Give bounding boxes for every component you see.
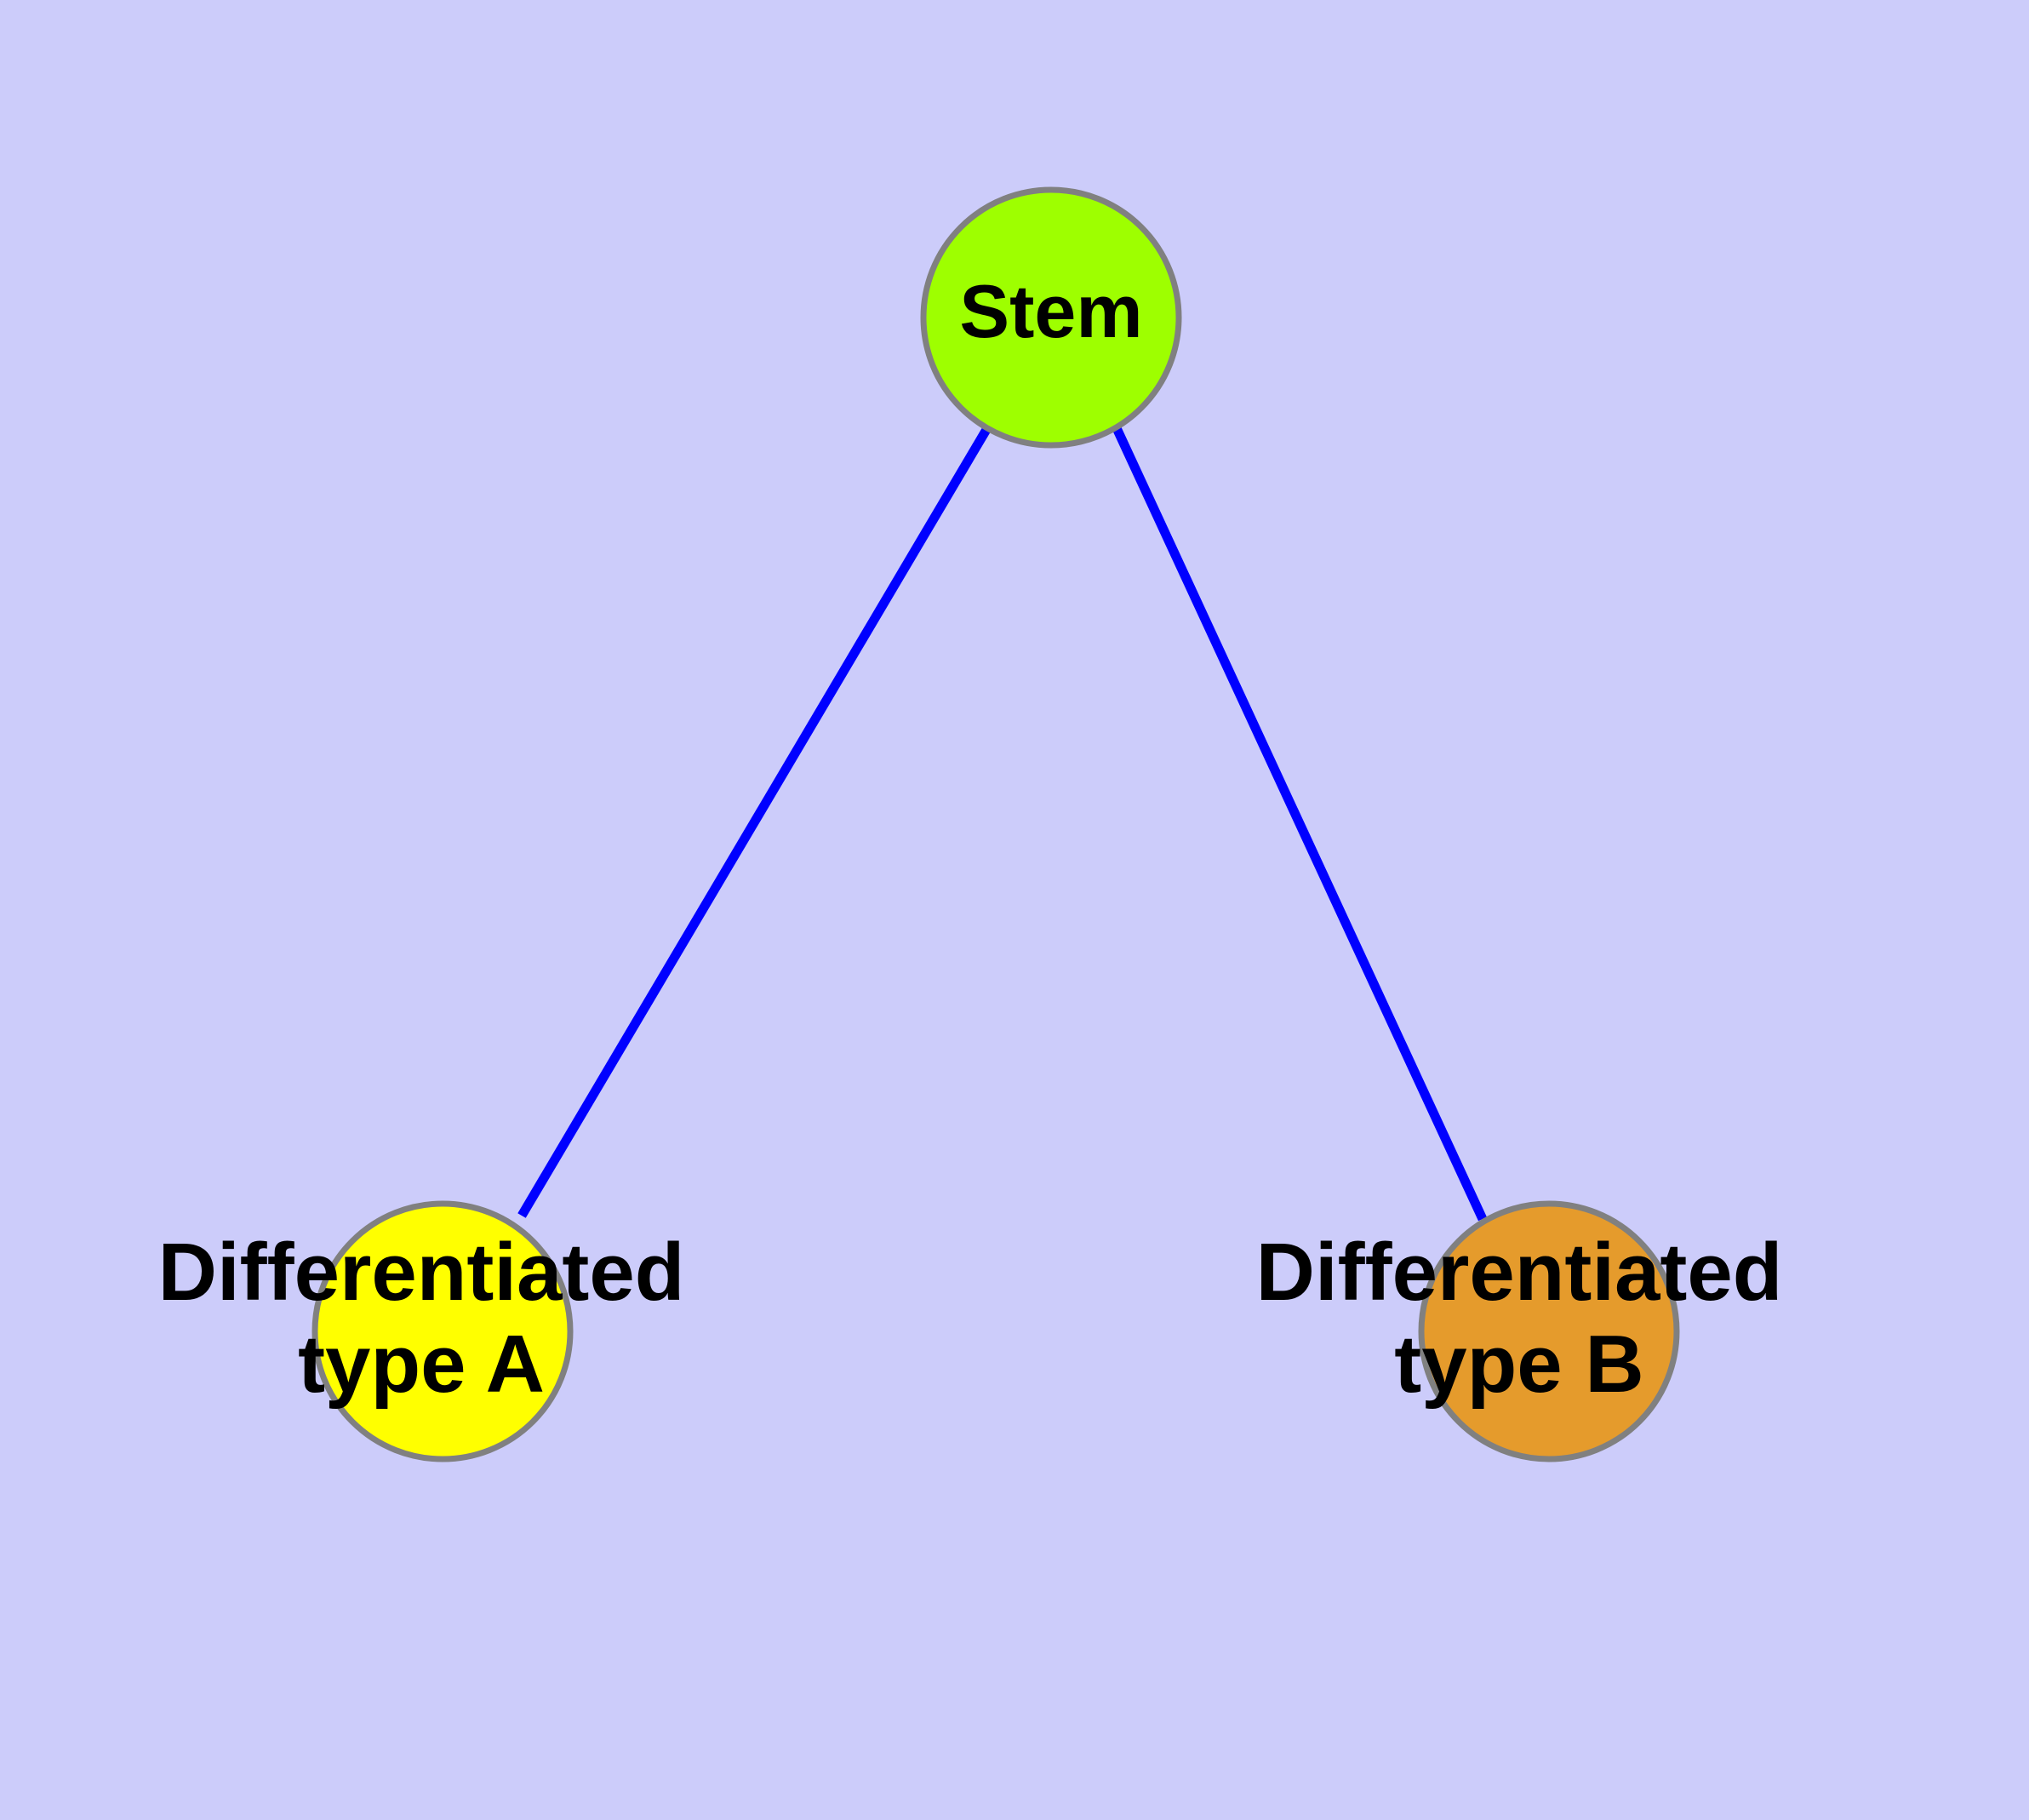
node-layer [311, 186, 1680, 1462]
graph-node-diff_a[interactable] [311, 1200, 574, 1462]
node-label-line: Differentiated [1256, 1227, 1783, 1318]
graph-edge-stem-to-diff-b[interactable] [1112, 426, 1487, 1222]
edge-layer [517, 426, 1487, 1222]
node-label-stem: Stem [959, 269, 1142, 353]
node-label-line: Differentiated [158, 1227, 685, 1318]
node-label-line: Stem [959, 269, 1142, 353]
node-label-line: type B [1394, 1319, 1643, 1410]
graph-node-stem[interactable] [920, 186, 1182, 449]
graph-edge-stem-to-diff-a[interactable] [517, 426, 992, 1218]
node-label-line: type A [298, 1319, 545, 1410]
graph-node-diff_b[interactable] [1418, 1200, 1680, 1462]
